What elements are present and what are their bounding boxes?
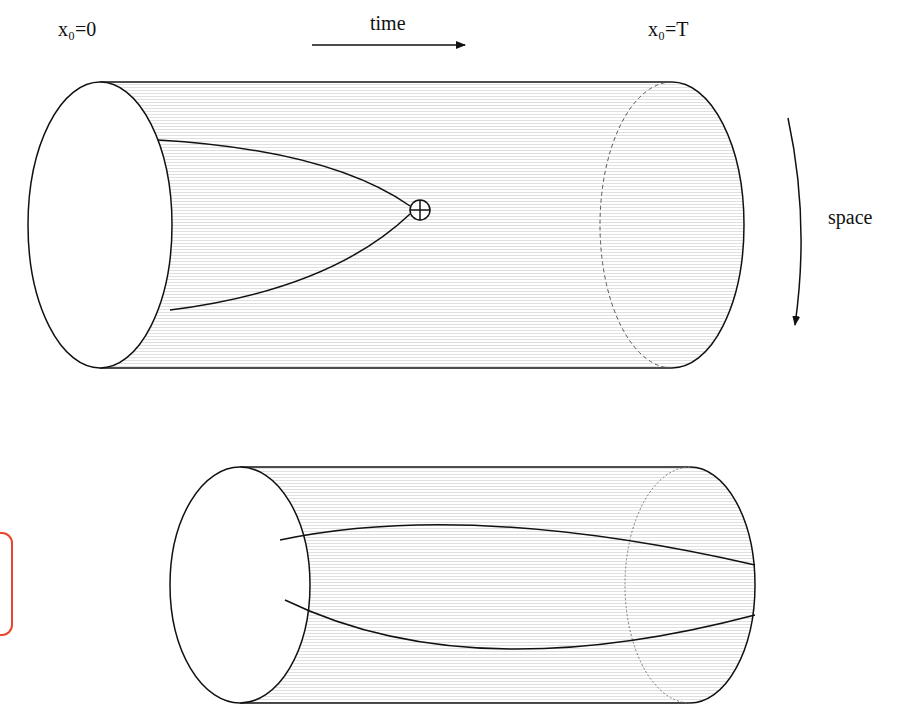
top-cylinder: [28, 82, 744, 368]
space-arrow: [788, 118, 801, 325]
vertex-symbol: [410, 200, 430, 220]
time-arrow: [312, 44, 465, 46]
axis-label: space: [828, 206, 872, 228]
axis-label: x₀=0: [58, 18, 96, 40]
bottom-cylinder: [170, 467, 755, 703]
axis-label: time: [370, 12, 406, 34]
axis-label: x₀=T: [648, 18, 688, 40]
red-frame: [0, 533, 12, 635]
